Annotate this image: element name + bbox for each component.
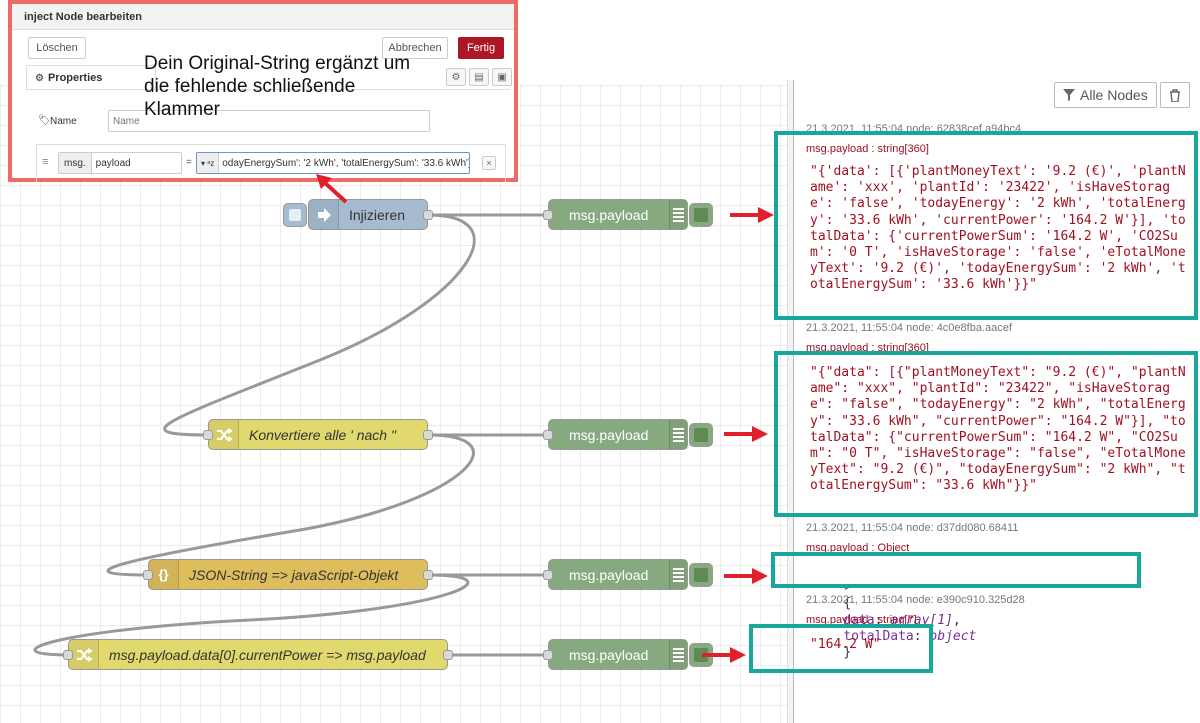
change1-output-port[interactable] [423, 430, 433, 440]
annotation-text: Dein Original-String ergänzt um die fehl… [144, 53, 411, 120]
sidebar-resize-handle[interactable] [787, 80, 793, 723]
done-button[interactable]: Fertig [458, 37, 504, 59]
drag-handle-icon[interactable]: ≡ [42, 156, 49, 168]
braces-icon: {} [149, 560, 179, 589]
shuffle-icon [209, 420, 239, 449]
debug3-input-port[interactable] [543, 570, 553, 580]
delete-button[interactable]: Löschen [28, 37, 86, 59]
debug-node-1[interactable]: msg.payload [543, 199, 713, 230]
debug3-toggle-button[interactable] [689, 563, 713, 587]
wire-change1-json [106, 433, 475, 577]
red-arrow-4 [702, 647, 746, 663]
tab-properties[interactable]: ⚙ Properties [26, 65, 156, 90]
description-icon[interactable]: ▤ [469, 68, 489, 86]
filter-icon [1063, 89, 1075, 101]
change2-input-port[interactable] [63, 650, 73, 660]
message-1-payload[interactable]: "{'data': [{'plantMoneyText': '9.2 (€)',… [810, 164, 1186, 293]
json-label: JSON-String => javaScript-Objekt [189, 566, 399, 583]
equals-sign: = [186, 157, 192, 168]
trash-icon [1170, 88, 1180, 102]
red-arrow-2 [724, 426, 768, 442]
message-2-meta: 21.3.2021, 11:55:04 node: 4c0e8fba.aacef [806, 322, 1012, 334]
property-row [36, 144, 506, 182]
debug-node-4[interactable]: msg.payload [543, 639, 713, 670]
gear-icon: ⚙ [35, 72, 44, 84]
remove-property-icon[interactable]: × [482, 156, 496, 170]
red-arrow-1 [730, 207, 774, 223]
message-2-payload[interactable]: "{"data": [{"plantMoneyText": "9.2 (€)",… [810, 365, 1186, 494]
type-selector[interactable]: ▾ ᵃz [197, 153, 220, 173]
json-node[interactable]: {} JSON-String => javaScript-Objekt [143, 559, 433, 590]
debug4-label: msg.payload [569, 646, 649, 663]
debug1-label: msg.payload [569, 206, 649, 223]
red-arrow-dialog [316, 174, 348, 204]
cancel-button[interactable]: Abbrechen [382, 37, 448, 59]
arrow-right-icon [309, 200, 339, 229]
filter-nodes-button[interactable]: Alle Nodes [1054, 82, 1157, 108]
edit-inject-dialog: inject Node bearbeiten Löschen Abbrechen… [8, 0, 518, 182]
change1-input-port[interactable] [203, 430, 213, 440]
dialog-title: inject Node bearbeiten [12, 4, 514, 30]
message-4-meta: 21.3.2021, 11:55:04 node: e390c910.325d2… [806, 594, 1025, 606]
list-icon [669, 640, 687, 669]
highlight-box-1 [774, 131, 1198, 320]
list-icon [669, 200, 687, 229]
highlight-box-4 [749, 624, 933, 673]
debug-sidebar: Alle Nodes 21.3.2021, 11:55:04 node: 628… [793, 80, 1200, 723]
wire-inject-change1 [163, 213, 476, 437]
flow-workspace[interactable] [0, 85, 793, 723]
name-field-label: Name [50, 116, 77, 127]
change-node-convert-quotes[interactable]: Konvertiere alle ' nach " [203, 419, 433, 450]
debug1-input-port[interactable] [543, 210, 553, 220]
appearance-icon[interactable]: ▣ [492, 68, 512, 86]
name-field[interactable] [108, 110, 430, 132]
debug3-label: msg.payload [569, 566, 649, 583]
property-value-field[interactable]: ▾ ᵃz odayEnergySum': '2 kWh', 'totalEner… [196, 152, 470, 174]
change-node-current-power[interactable]: msg.payload.data[0].currentPower => msg.… [63, 639, 453, 670]
list-icon [669, 420, 687, 449]
property-prefix: msg. [59, 153, 92, 173]
property-value: odayEnergySum': '2 kWh', 'totalEnergySum… [222, 157, 470, 169]
debug2-input-port[interactable] [543, 430, 553, 440]
debug2-toggle-button[interactable] [689, 423, 713, 447]
inject-node[interactable]: Injizieren [283, 199, 433, 230]
debug4-input-port[interactable] [543, 650, 553, 660]
inject-trigger-button[interactable] [283, 203, 307, 227]
debug-node-3[interactable]: msg.payload [543, 559, 713, 590]
message-3-meta: 21.3.2021, 11:55:04 node: d37dd080.68411 [806, 522, 1019, 534]
settings-gear-icon[interactable]: ⚙ [446, 68, 466, 86]
debug1-toggle-button[interactable] [689, 203, 713, 227]
change1-label: Konvertiere alle ' nach " [249, 426, 396, 443]
list-icon [669, 560, 687, 589]
message-4-payload[interactable]: "164.2 W" [810, 637, 881, 652]
highlight-box-2 [774, 351, 1198, 517]
change2-label: msg.payload.data[0].currentPower => msg.… [109, 646, 426, 663]
message-1-type: msg.payload : string[360] [806, 143, 929, 155]
debug-node-2[interactable]: msg.payload [543, 419, 713, 450]
filter-nodes-label: Alle Nodes [1080, 87, 1148, 103]
property-name-field[interactable]: msg. payload [58, 152, 182, 174]
message-3-type: msg.payload : Object [806, 542, 910, 554]
message-4-type: msg.payload : string[7] [806, 614, 917, 626]
wire-json-change2 [33, 573, 470, 657]
debug2-label: msg.payload [569, 426, 649, 443]
property-name: payload [95, 157, 131, 169]
json-input-port[interactable] [143, 570, 153, 580]
inject-node-label: Injizieren [349, 206, 406, 223]
inject-output-port[interactable] [423, 210, 433, 220]
red-arrow-3 [724, 568, 768, 584]
clear-messages-button[interactable] [1160, 82, 1190, 108]
change2-output-port[interactable] [443, 650, 453, 660]
tag-icon: 🏷 [38, 115, 51, 126]
highlight-box-3 [771, 552, 1141, 588]
shuffle-icon [69, 640, 99, 669]
tab-properties-label: Properties [47, 72, 103, 84]
tab-content-border [26, 89, 510, 90]
message-3-payload[interactable]: ▸ { data: array[1], totalData: object } [843, 580, 977, 661]
json-output-port[interactable] [423, 570, 433, 580]
flow-wires [33, 213, 548, 657]
